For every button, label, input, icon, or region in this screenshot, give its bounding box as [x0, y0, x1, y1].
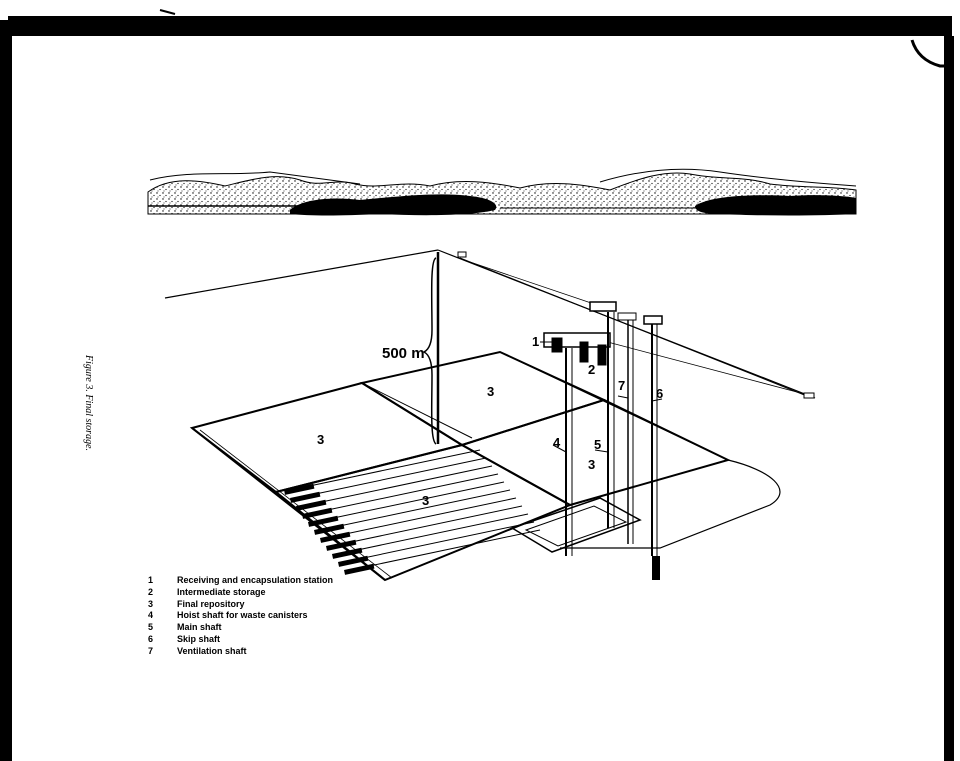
callout-7: 7	[618, 378, 625, 393]
callout-6: 6	[656, 386, 663, 401]
page-border	[0, 9, 954, 761]
depth-label: 500 m	[382, 345, 425, 362]
storage-tunnels	[299, 449, 541, 569]
legend-text: Final repository	[177, 598, 245, 609]
legend-number: 7	[148, 645, 154, 656]
legend-text: Skip shaft	[177, 633, 221, 644]
legend-text: Intermediate storage	[177, 586, 266, 597]
callout-3-left: 3	[317, 432, 324, 447]
legend-item: 3 Final repository	[148, 599, 333, 611]
legend-item: 6 Skip shaft	[148, 634, 333, 646]
figure-caption: Figure 3. Final storage.	[83, 355, 106, 455]
callout-1: 1	[532, 334, 539, 349]
tunnel-heads	[284, 483, 375, 575]
legend-number: 4	[148, 610, 154, 621]
callout-5: 5	[594, 437, 601, 452]
legend-number: 6	[148, 633, 154, 644]
legend-text: Ventilation shaft	[177, 645, 247, 656]
legend-text: Hoist shaft for waste canisters	[177, 610, 308, 621]
legend-number: 5	[148, 622, 154, 633]
legend-item: 1 Receiving and encapsulation station	[148, 575, 333, 587]
legend-item: 5 Main shaft	[148, 622, 333, 634]
surface-buildings	[543, 301, 663, 366]
legend-item: 2 Intermediate storage	[148, 587, 333, 599]
legend-number: 2	[148, 586, 154, 597]
callout-4: 4	[553, 435, 561, 450]
callout-2: 2	[588, 362, 595, 377]
landscape-strip	[147, 168, 857, 216]
ground-surface	[164, 249, 816, 444]
callout-3-front: 3	[422, 493, 429, 508]
legend-text: Receiving and encapsulation station	[177, 575, 334, 585]
legend-item: 4 Hoist shaft for waste canisters	[148, 610, 333, 622]
legend-text: Main shaft	[177, 622, 222, 633]
legend-number: 3	[148, 598, 154, 609]
callout-3-back: 3	[487, 384, 494, 399]
callout-3-right: 3	[588, 457, 595, 472]
callout-arrows	[540, 341, 663, 453]
figure-caption-text: Figure 3. Final storage.	[83, 355, 94, 452]
legend-item: 7 Ventilation shaft	[148, 646, 333, 658]
legend-number: 1	[148, 575, 154, 585]
legend: 1 Receiving and encapsulation station 2 In…	[148, 575, 333, 658]
repository-panels	[189, 350, 781, 582]
depth-brace	[422, 257, 437, 445]
